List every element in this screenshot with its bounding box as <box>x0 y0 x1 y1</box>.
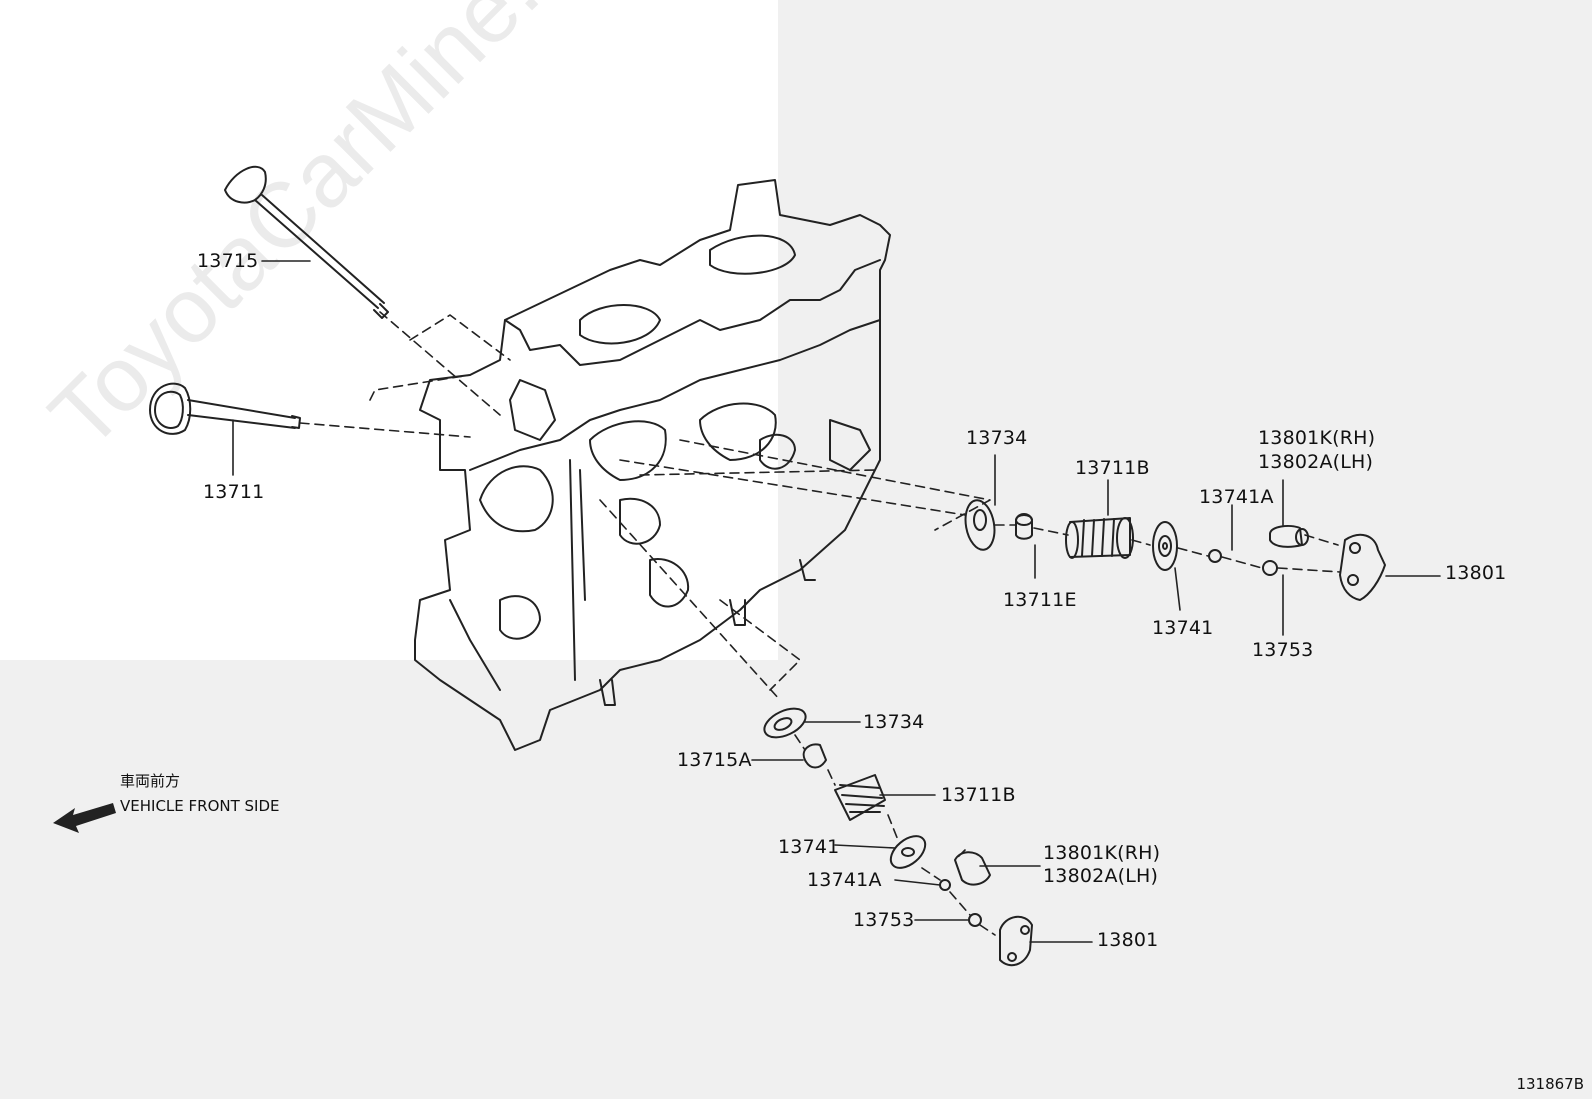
part-label-13711b-upper: 13711B <box>1075 457 1150 479</box>
vehicle-front-label-en: VEHICLE FRONT SIDE <box>120 797 280 815</box>
part-label-13741a-lower: 13741A <box>807 869 882 891</box>
part-label-13802a-upper: 13802A(LH) <box>1258 451 1374 473</box>
exhaust-valve-13715 <box>224 165 389 319</box>
part-label-13715a: 13715A <box>677 749 752 771</box>
part-label-13801k-lower: 13801K(RH) <box>1043 842 1161 864</box>
part-label-13802a-lower: 13802A(LH) <box>1043 865 1159 887</box>
intake-valve-13711 <box>149 382 301 435</box>
cylinder-head-illustration <box>414 179 891 751</box>
part-label-13734-upper: 13734 <box>966 427 1028 449</box>
vehicle-front-label-jp: 車両前方 <box>120 772 181 790</box>
part-label-13711b-lower: 13711B <box>941 784 1016 806</box>
assembly-lines <box>299 311 1341 936</box>
diagram-code: 131867B <box>1516 1075 1584 1093</box>
part-label-13734-lower: 13734 <box>863 711 925 733</box>
part-label-13753-upper: 13753 <box>1252 639 1314 661</box>
part-label-13801k-upper: 13801K(RH) <box>1258 427 1376 449</box>
leader-lines <box>232 260 1441 943</box>
upper-valve-train <box>964 499 1386 601</box>
lower-valve-train <box>763 707 1033 967</box>
part-label-13801-lower: 13801 <box>1097 929 1159 951</box>
part-label-13711: 13711 <box>203 481 265 503</box>
part-label-13711e: 13711E <box>1003 589 1077 611</box>
part-label-13753-lower: 13753 <box>853 909 915 931</box>
part-label-13741a-upper: 13741A <box>1199 486 1274 508</box>
part-label-13741-lower: 13741 <box>778 836 840 858</box>
upper-left-white-panel <box>0 0 778 660</box>
part-label-13801-upper: 13801 <box>1445 562 1507 584</box>
part-label-13741-upper: 13741 <box>1152 617 1214 639</box>
part-label-13715: 13715 <box>197 250 259 272</box>
vehicle-front-arrow-icon <box>53 803 116 833</box>
